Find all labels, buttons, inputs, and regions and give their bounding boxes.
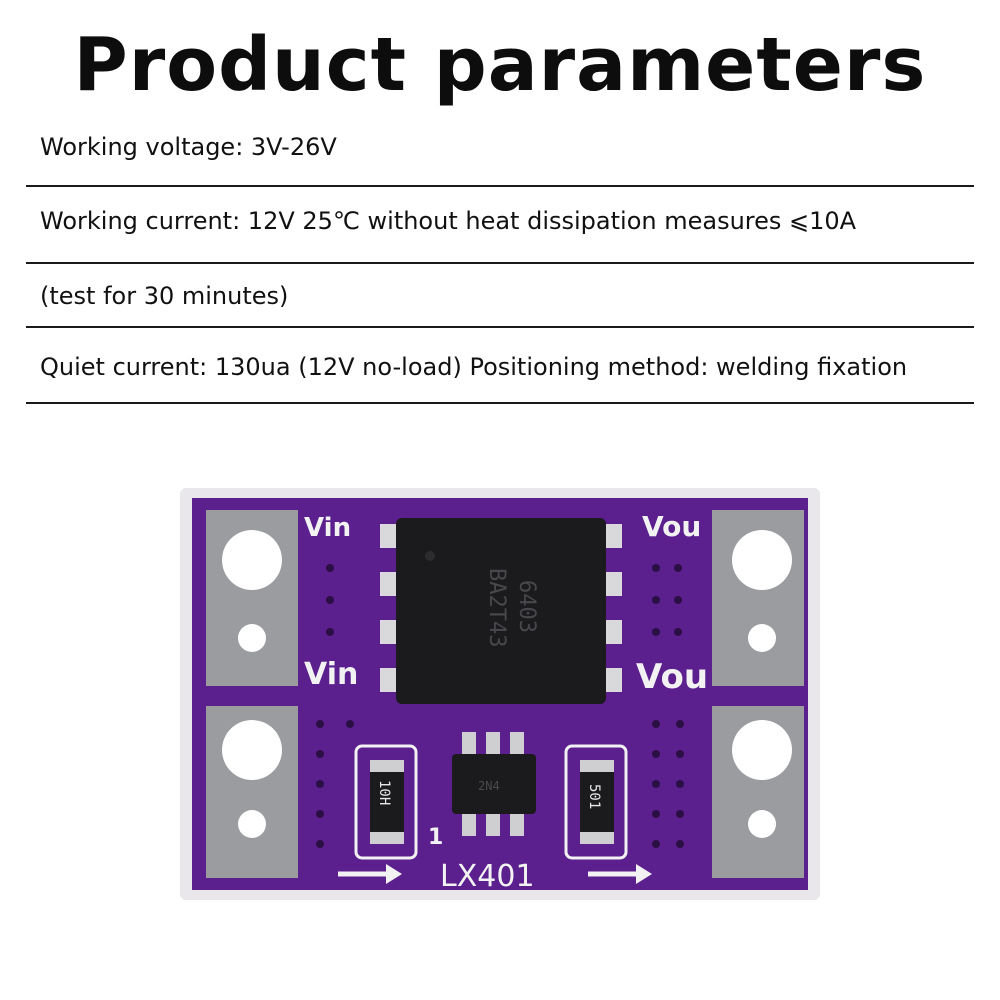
terminal-pad-bottom-right bbox=[712, 706, 804, 878]
param-quiet-current: Quiet current: 130ua (12V no-load) Posit… bbox=[40, 353, 908, 381]
resistor-right bbox=[564, 744, 628, 860]
silk-vin-top: Vin bbox=[304, 513, 351, 543]
sot-chip bbox=[452, 732, 536, 836]
resistor-right-marking: 501 bbox=[586, 784, 602, 809]
pcb-board-image: 6403 BA2T43 2N4 10H 501 Vin Vin Vou Vou … bbox=[180, 488, 820, 900]
resistor-left bbox=[354, 744, 418, 860]
divider bbox=[26, 402, 974, 404]
page-title: Product parameters bbox=[73, 22, 927, 108]
via-holes bbox=[316, 564, 684, 848]
silk-vout-bottom: Vou bbox=[636, 657, 708, 697]
param-working-voltage: Working voltage: 3V-26V bbox=[40, 133, 337, 161]
terminal-pad-top-right bbox=[712, 510, 804, 686]
silk-vin-bottom: Vin bbox=[304, 657, 358, 692]
sot-chip-marking: 2N4 bbox=[478, 779, 500, 793]
silk-model-label: LX401 bbox=[440, 859, 535, 894]
chip-marking-line1: 6403 bbox=[514, 580, 539, 633]
resistor-left-marking: 10H bbox=[376, 780, 392, 805]
divider bbox=[26, 326, 974, 328]
divider bbox=[26, 262, 974, 264]
silk-arrows bbox=[338, 864, 652, 884]
divider bbox=[26, 185, 974, 187]
terminal-pad-bottom-left bbox=[206, 706, 298, 878]
param-test-duration: (test for 30 minutes) bbox=[40, 282, 289, 310]
mosfet-chip bbox=[380, 518, 622, 704]
chip-marking-line2: BA2T43 bbox=[484, 568, 509, 647]
terminal-pad-top-left bbox=[206, 510, 298, 686]
silk-vout-top: Vou bbox=[642, 510, 701, 543]
param-working-current: Working current: 12V 25℃ without heat di… bbox=[40, 207, 857, 235]
silk-pin-one: 1 bbox=[428, 825, 443, 850]
